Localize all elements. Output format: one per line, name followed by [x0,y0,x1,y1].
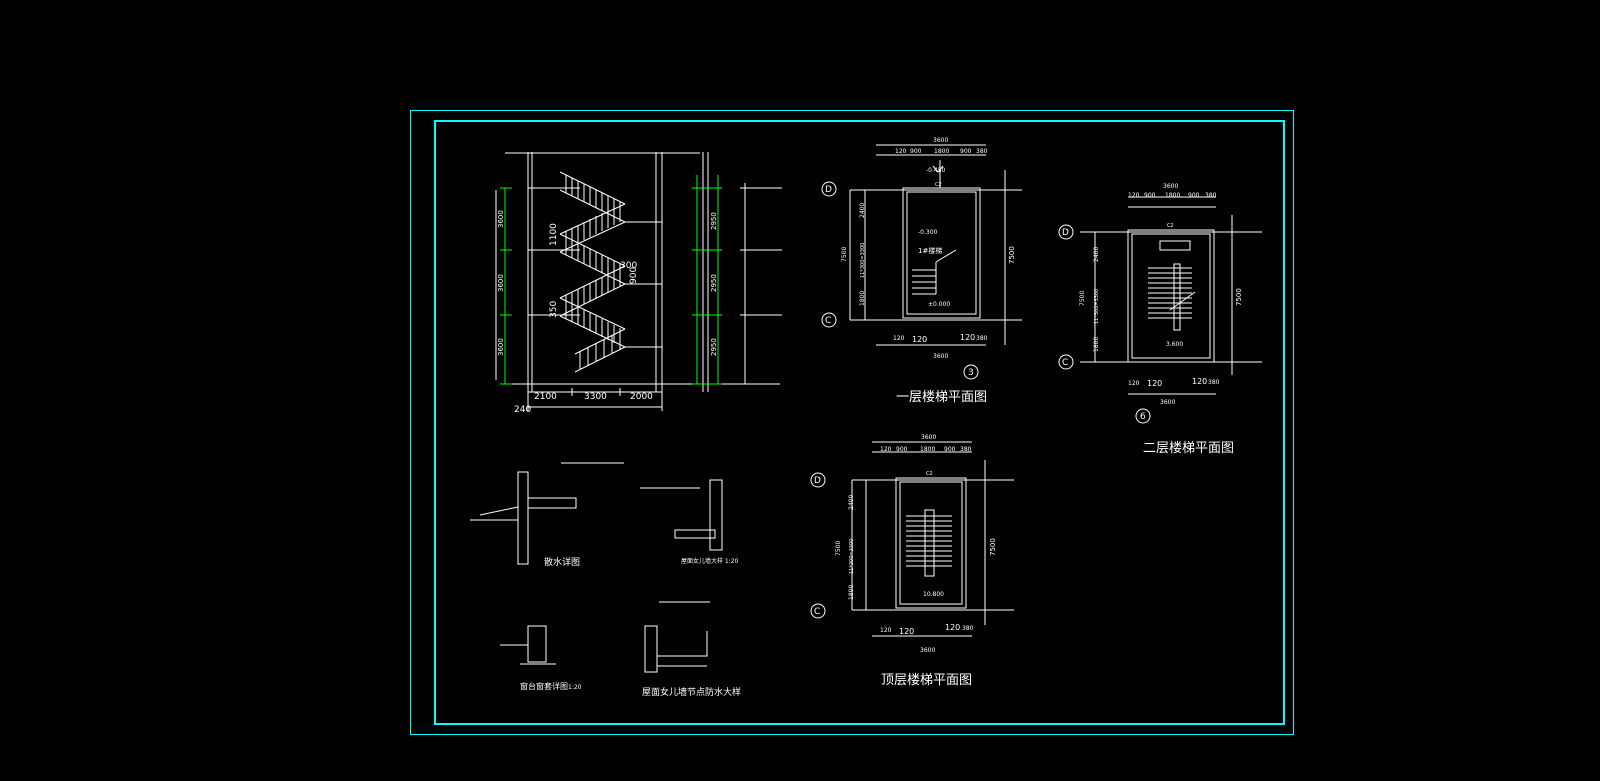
plan2-dim-bottom-1: 120 [1128,380,1140,387]
section-dim-1: 2100 [534,392,557,402]
plan3-dim-left: 7500 [835,541,842,556]
plan1-dim-top-1: 120 [895,148,907,155]
plan2-axis-6: 6 [1140,412,1146,422]
plan2-dim-left: 7500 [1079,291,1086,306]
plan3-dim-bottom: 3600 [920,647,935,654]
plan1-mark-c2: C2 [935,182,942,188]
plan1-dim-bottom-2: 120 [912,335,927,344]
plan3-dim-bottom-1: 120 [880,627,892,634]
plan2-dim-top: 3600 [1163,183,1178,190]
detail-sill-title: 窗台窗套详图 [520,681,568,691]
plan2-mark-c2: C2 [1167,223,1174,229]
plan2-dim-top-3: 1800 [1165,192,1180,199]
section-dim-2: 3300 [584,392,607,402]
plan3-title: 顶层楼梯平面图 [881,673,972,688]
plan1-drawing [821,144,1022,380]
plan2-dim-bottom-4: 380 [1208,379,1220,386]
section-dim-3: 2000 [630,392,653,402]
plan2-dim-top-2: 900 [1144,192,1156,199]
plan1-axis-3: 3 [968,368,974,378]
stair-section [495,152,782,411]
detail-apron [470,462,624,565]
section-left-dim-3: 3600 [497,338,505,356]
plan3-dim-top-4: 900 [944,446,956,453]
section-right-dim-1: 2950 [710,212,718,230]
plan3-dim-top-3: 1800 [920,446,935,453]
plan2-dim-left-2: 2400 [1093,247,1100,262]
plan1-level-1: -0.450 [926,167,946,174]
detail-parapet-title: 屋面女儿墙大样 1:20 [681,557,739,565]
plan3-drawing [810,441,1014,637]
plan1-dim-left-2: 2400 [859,203,866,218]
plan1-dim-right: 7500 [1008,246,1016,264]
section-left-dim-2: 3600 [497,274,505,292]
plan1-dim-top: 3600 [933,137,948,144]
section-left-dim-1: 3600 [497,210,505,228]
section-right-dim-2: 2950 [710,274,718,292]
sheet-outer-border [410,110,1294,735]
detail-sill [500,625,556,665]
plan3-dim-top: 3600 [921,434,936,441]
plan1-note: 1#楼梯 [918,246,942,255]
plan2-dim-bottom-3: 120 [1192,377,1207,386]
plan1-axis-d: D [825,185,832,195]
plan2-dim-top-5: 380 [1205,192,1217,199]
plan1-title: 一层楼梯平面图 [896,390,987,405]
plan2-title: 二层楼梯平面图 [1143,441,1234,456]
plan2-dim-right: 7500 [1235,288,1243,306]
plan1-level-3: ±0.000 [928,301,950,308]
plan1-dim-bottom-4: 380 [976,335,988,342]
plan1-dim-bottom: 3600 [933,353,948,360]
section-dim-240: 240 [514,405,531,415]
plan2-dim-top-1: 120 [1128,192,1140,199]
plan1-dim-left-3: 11*300=3300 [860,243,866,278]
plan1-dim-top-3: 1800 [934,148,949,155]
plan2-level: 3.600 [1166,341,1183,348]
plan3-dim-left-3: 11*300=3300 [849,539,855,574]
plan2-axis-c: C [1062,358,1068,368]
plan3-dim-top-2: 900 [896,446,908,453]
plan1-dim-top-2: 900 [910,148,922,155]
detail-parapet [640,479,723,551]
plan2-drawing [1058,196,1262,424]
plan1-level-2: -0.300 [918,229,938,236]
plan2-dim-bottom: 3600 [1160,399,1175,406]
plan3-dim-top-1: 120 [880,446,892,453]
plan1-dim-top-5: 380 [976,148,988,155]
plan1-dim-left: 7500 [841,247,848,262]
plan3-dim-top-5: 380 [960,446,972,453]
plan3-dim-bottom-2: 120 [899,627,914,636]
plan1-dim-left-4: 1800 [859,291,866,306]
plan2-dim-left-4: 1800 [1093,337,1100,352]
plan1-dim-top-4: 900 [960,148,972,155]
plan3-axis-c: C [814,607,820,617]
section-label-900: 900 [629,267,639,284]
detail-parapet-waterproof-title: 屋面女儿墙节点防水大样 [642,686,741,698]
detail-apron-title: 散水详图 [544,556,580,568]
plan3-dim-left-2: 2400 [848,495,855,510]
detail-sill-scale: 1:20 [568,684,582,691]
plan3-dim-right: 7500 [989,538,997,556]
section-label-350: 350 [549,301,559,318]
plan1-axis-c: C [825,316,831,326]
plan3-axis-d: D [814,476,821,486]
plan3-dim-bottom-3: 120 [945,623,960,632]
section-label-300: 300 [620,261,637,271]
plan2-dim-top-4: 900 [1188,192,1200,199]
plan3-level: 10.800 [923,591,944,598]
section-right-dim-3: 2950 [710,338,718,356]
plan3-dim-left-4: 1800 [848,585,855,600]
plan2-dim-bottom-2: 120 [1147,379,1162,388]
section-label-1100: 1100 [549,223,559,246]
plan1-dim-bottom-1: 120 [893,335,905,342]
plan3-mark-c2: C2 [926,471,933,477]
plan3-dim-bottom-4: 380 [962,625,974,632]
plan1-dim-bottom-3: 120 [960,333,975,342]
plan2-axis-d: D [1062,228,1069,238]
detail-parapet-waterproof [644,601,710,673]
plan2-dim-left-3: 11*300=3300 [1094,289,1100,324]
sheet-inner-border [434,120,1285,725]
